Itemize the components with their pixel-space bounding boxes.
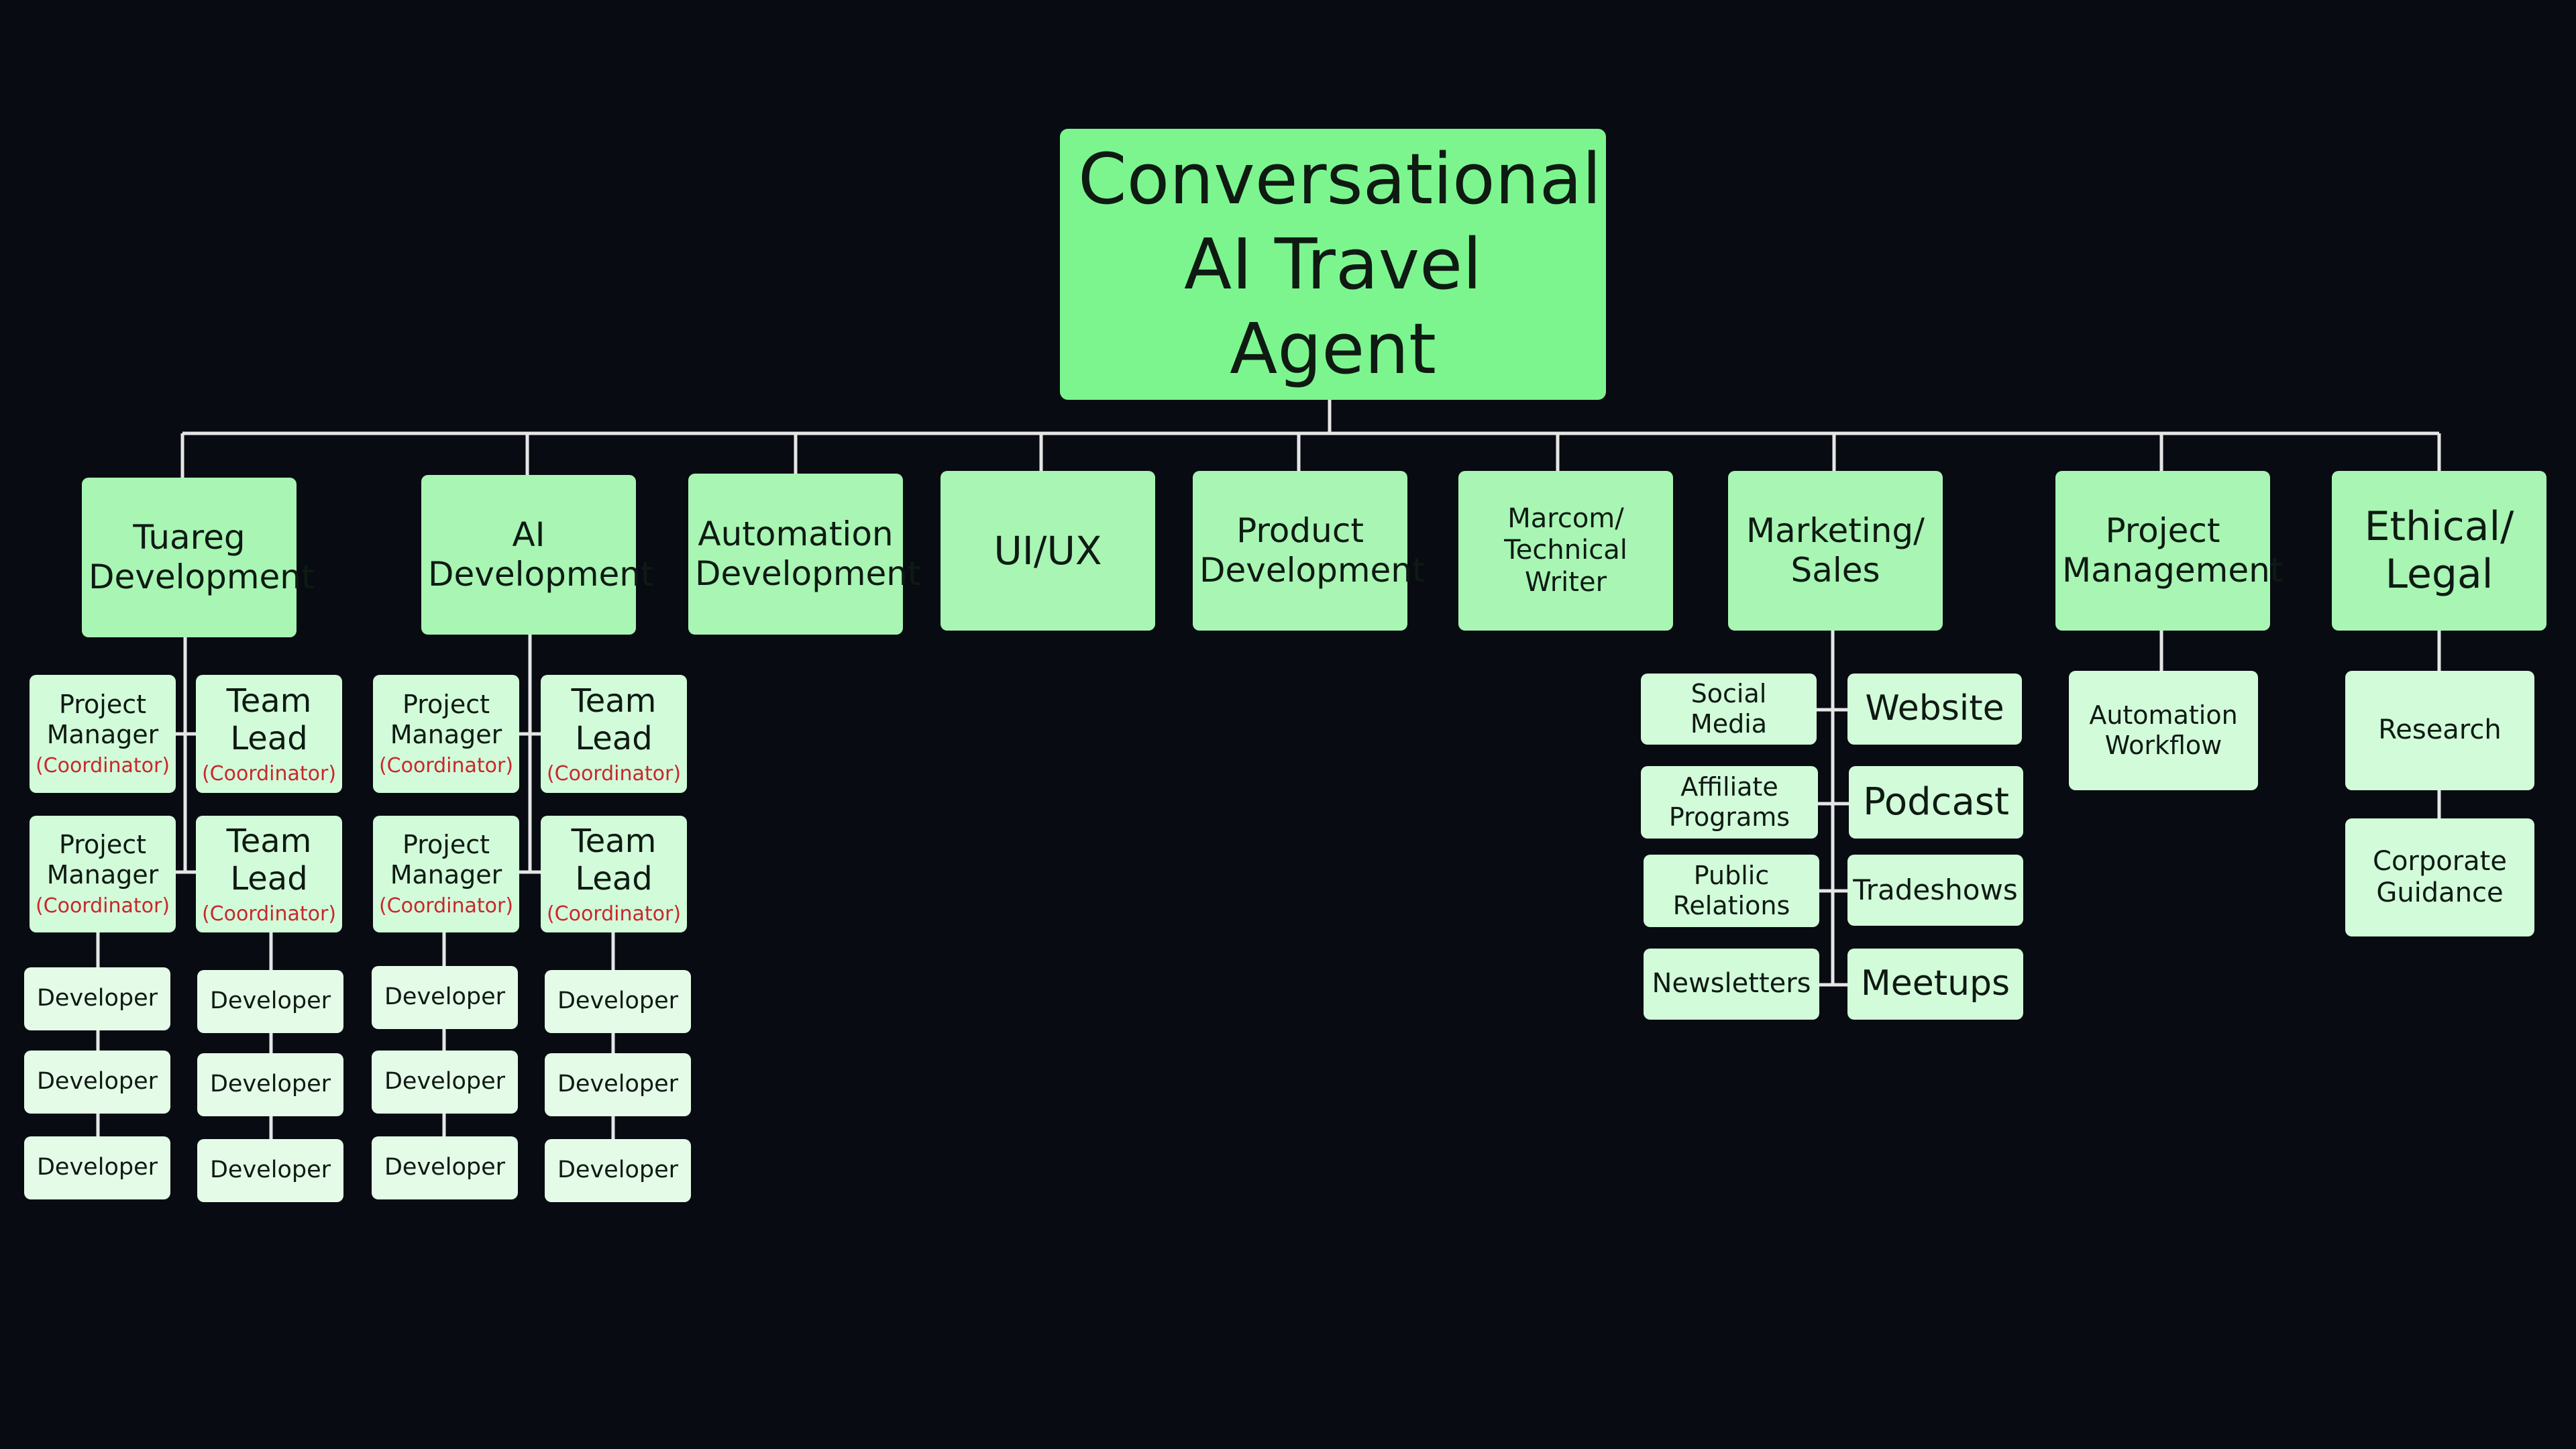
newsletters-label: Newsletters [1652, 968, 1811, 1000]
dept-label: Project Management [2062, 511, 2284, 590]
developer: Developer [372, 1051, 518, 1114]
dept-marketing-sales: Marketing/ Sales [1728, 471, 1943, 631]
dept-ethical-legal: Ethical/ Legal [2332, 471, 2546, 631]
dept-label: UI/UX [994, 527, 1102, 574]
meetups-label: Meetups [1860, 963, 2010, 1004]
role-label: Project Manager [390, 830, 502, 890]
developer-label: Developer [557, 1071, 678, 1098]
developer: Developer [545, 1139, 691, 1202]
website: Website [1847, 674, 2022, 745]
dept-tuareg-development: Tuareg Development [82, 478, 315, 637]
dept-label: Automation Development [695, 515, 921, 593]
dept-label: AI Development [428, 515, 654, 594]
root-title: Conversational AI Travel Agent [1078, 138, 1602, 390]
developer-label: Developer [557, 1157, 678, 1184]
dept-uiux: UI/UX [941, 471, 1155, 631]
developer-label: Developer [36, 1068, 158, 1095]
dept-label: Marcom/ Technical Writer [1504, 503, 1627, 598]
social-media-label: Social Media [1690, 679, 1768, 739]
meetups: Meetups [1847, 949, 2023, 1020]
corporate-guidance-label: Corporate Guidance [2373, 845, 2507, 908]
developer-label: Developer [209, 1071, 331, 1098]
developer: Developer [197, 1139, 343, 1202]
role-label: Team Lead [226, 822, 312, 898]
tradeshows: Tradeshows [1847, 855, 2023, 926]
corporate-guidance: Corporate Guidance [2345, 818, 2534, 936]
developer-label: Developer [36, 985, 158, 1012]
project-manager: Project Manager (Coordinator) [373, 675, 519, 793]
developer: Developer [545, 970, 691, 1033]
role-label: Team Lead [571, 682, 657, 758]
dept-marcom-technical-writer: Marcom/ Technical Writer [1458, 471, 1673, 631]
role-label: Team Lead [226, 682, 312, 758]
coordinator-note: (Coordinator) [378, 754, 514, 778]
project-manager: Project Manager (Coordinator) [30, 816, 176, 932]
developer: Developer [197, 1053, 343, 1116]
dept-label: Tuareg Development [89, 518, 315, 596]
developer: Developer [372, 966, 518, 1029]
research-label: Research [2378, 714, 2502, 746]
affiliate-programs: Affiliate Programs [1641, 766, 1818, 839]
automation-workflow-label: Automation Workflow [2089, 700, 2238, 760]
public-relations-label: Public Relations [1672, 861, 1790, 920]
developer: Developer [24, 1136, 170, 1199]
coordinator-note: (Coordinator) [546, 761, 682, 786]
coordinator-note: (Coordinator) [378, 894, 514, 918]
role-label: Project Manager [46, 690, 159, 750]
team-lead: Team Lead (Coordinator) [541, 675, 687, 793]
developer-label: Developer [209, 1157, 331, 1184]
developer-label: Developer [384, 983, 505, 1011]
affiliate-programs-label: Affiliate Programs [1668, 772, 1790, 832]
podcast-label: Podcast [1863, 780, 2009, 824]
research: Research [2345, 671, 2534, 790]
newsletters: Newsletters [1644, 949, 1819, 1020]
developer: Developer [197, 970, 343, 1033]
dept-label: Ethical/ Legal [2364, 503, 2514, 598]
developer-label: Developer [384, 1068, 505, 1095]
developer-label: Developer [557, 987, 678, 1015]
coordinator-note: (Coordinator) [546, 902, 682, 926]
root-node: Conversational AI Travel Agent [1060, 129, 1606, 400]
team-lead: Team Lead (Coordinator) [196, 675, 342, 793]
project-manager: Project Manager (Coordinator) [373, 816, 519, 932]
developer: Developer [24, 967, 170, 1030]
dept-product-development: Product Development [1193, 471, 1426, 631]
dept-label: Product Development [1199, 511, 1426, 590]
role-label: Project Manager [390, 690, 502, 750]
podcast: Podcast [1849, 766, 2023, 839]
developer: Developer [545, 1053, 691, 1116]
developer-label: Developer [384, 1154, 505, 1181]
tradeshows-label: Tradeshows [1853, 873, 2018, 907]
social-media: Social Media [1641, 674, 1817, 745]
developer-label: Developer [36, 1154, 158, 1181]
coordinator-note: (Coordinator) [201, 902, 337, 926]
developer: Developer [372, 1136, 518, 1199]
dept-automation-development: Automation Development [688, 474, 921, 635]
dept-label: Marketing/ Sales [1746, 511, 1925, 590]
website-label: Website [1865, 688, 2004, 729]
coordinator-note: (Coordinator) [201, 761, 337, 786]
coordinator-note: (Coordinator) [35, 754, 170, 778]
developer: Developer [24, 1051, 170, 1114]
team-lead: Team Lead (Coordinator) [196, 816, 342, 932]
role-label: Team Lead [571, 822, 657, 898]
automation-workflow: Automation Workflow [2069, 671, 2258, 790]
public-relations: Public Relations [1644, 855, 1819, 927]
project-manager: Project Manager (Coordinator) [30, 675, 176, 793]
developer-label: Developer [209, 987, 331, 1015]
dept-ai-development: AI Development [421, 475, 654, 635]
dept-project-management: Project Management [2055, 471, 2284, 631]
team-lead: Team Lead (Coordinator) [541, 816, 687, 932]
role-label: Project Manager [46, 830, 159, 890]
coordinator-note: (Coordinator) [35, 894, 170, 918]
